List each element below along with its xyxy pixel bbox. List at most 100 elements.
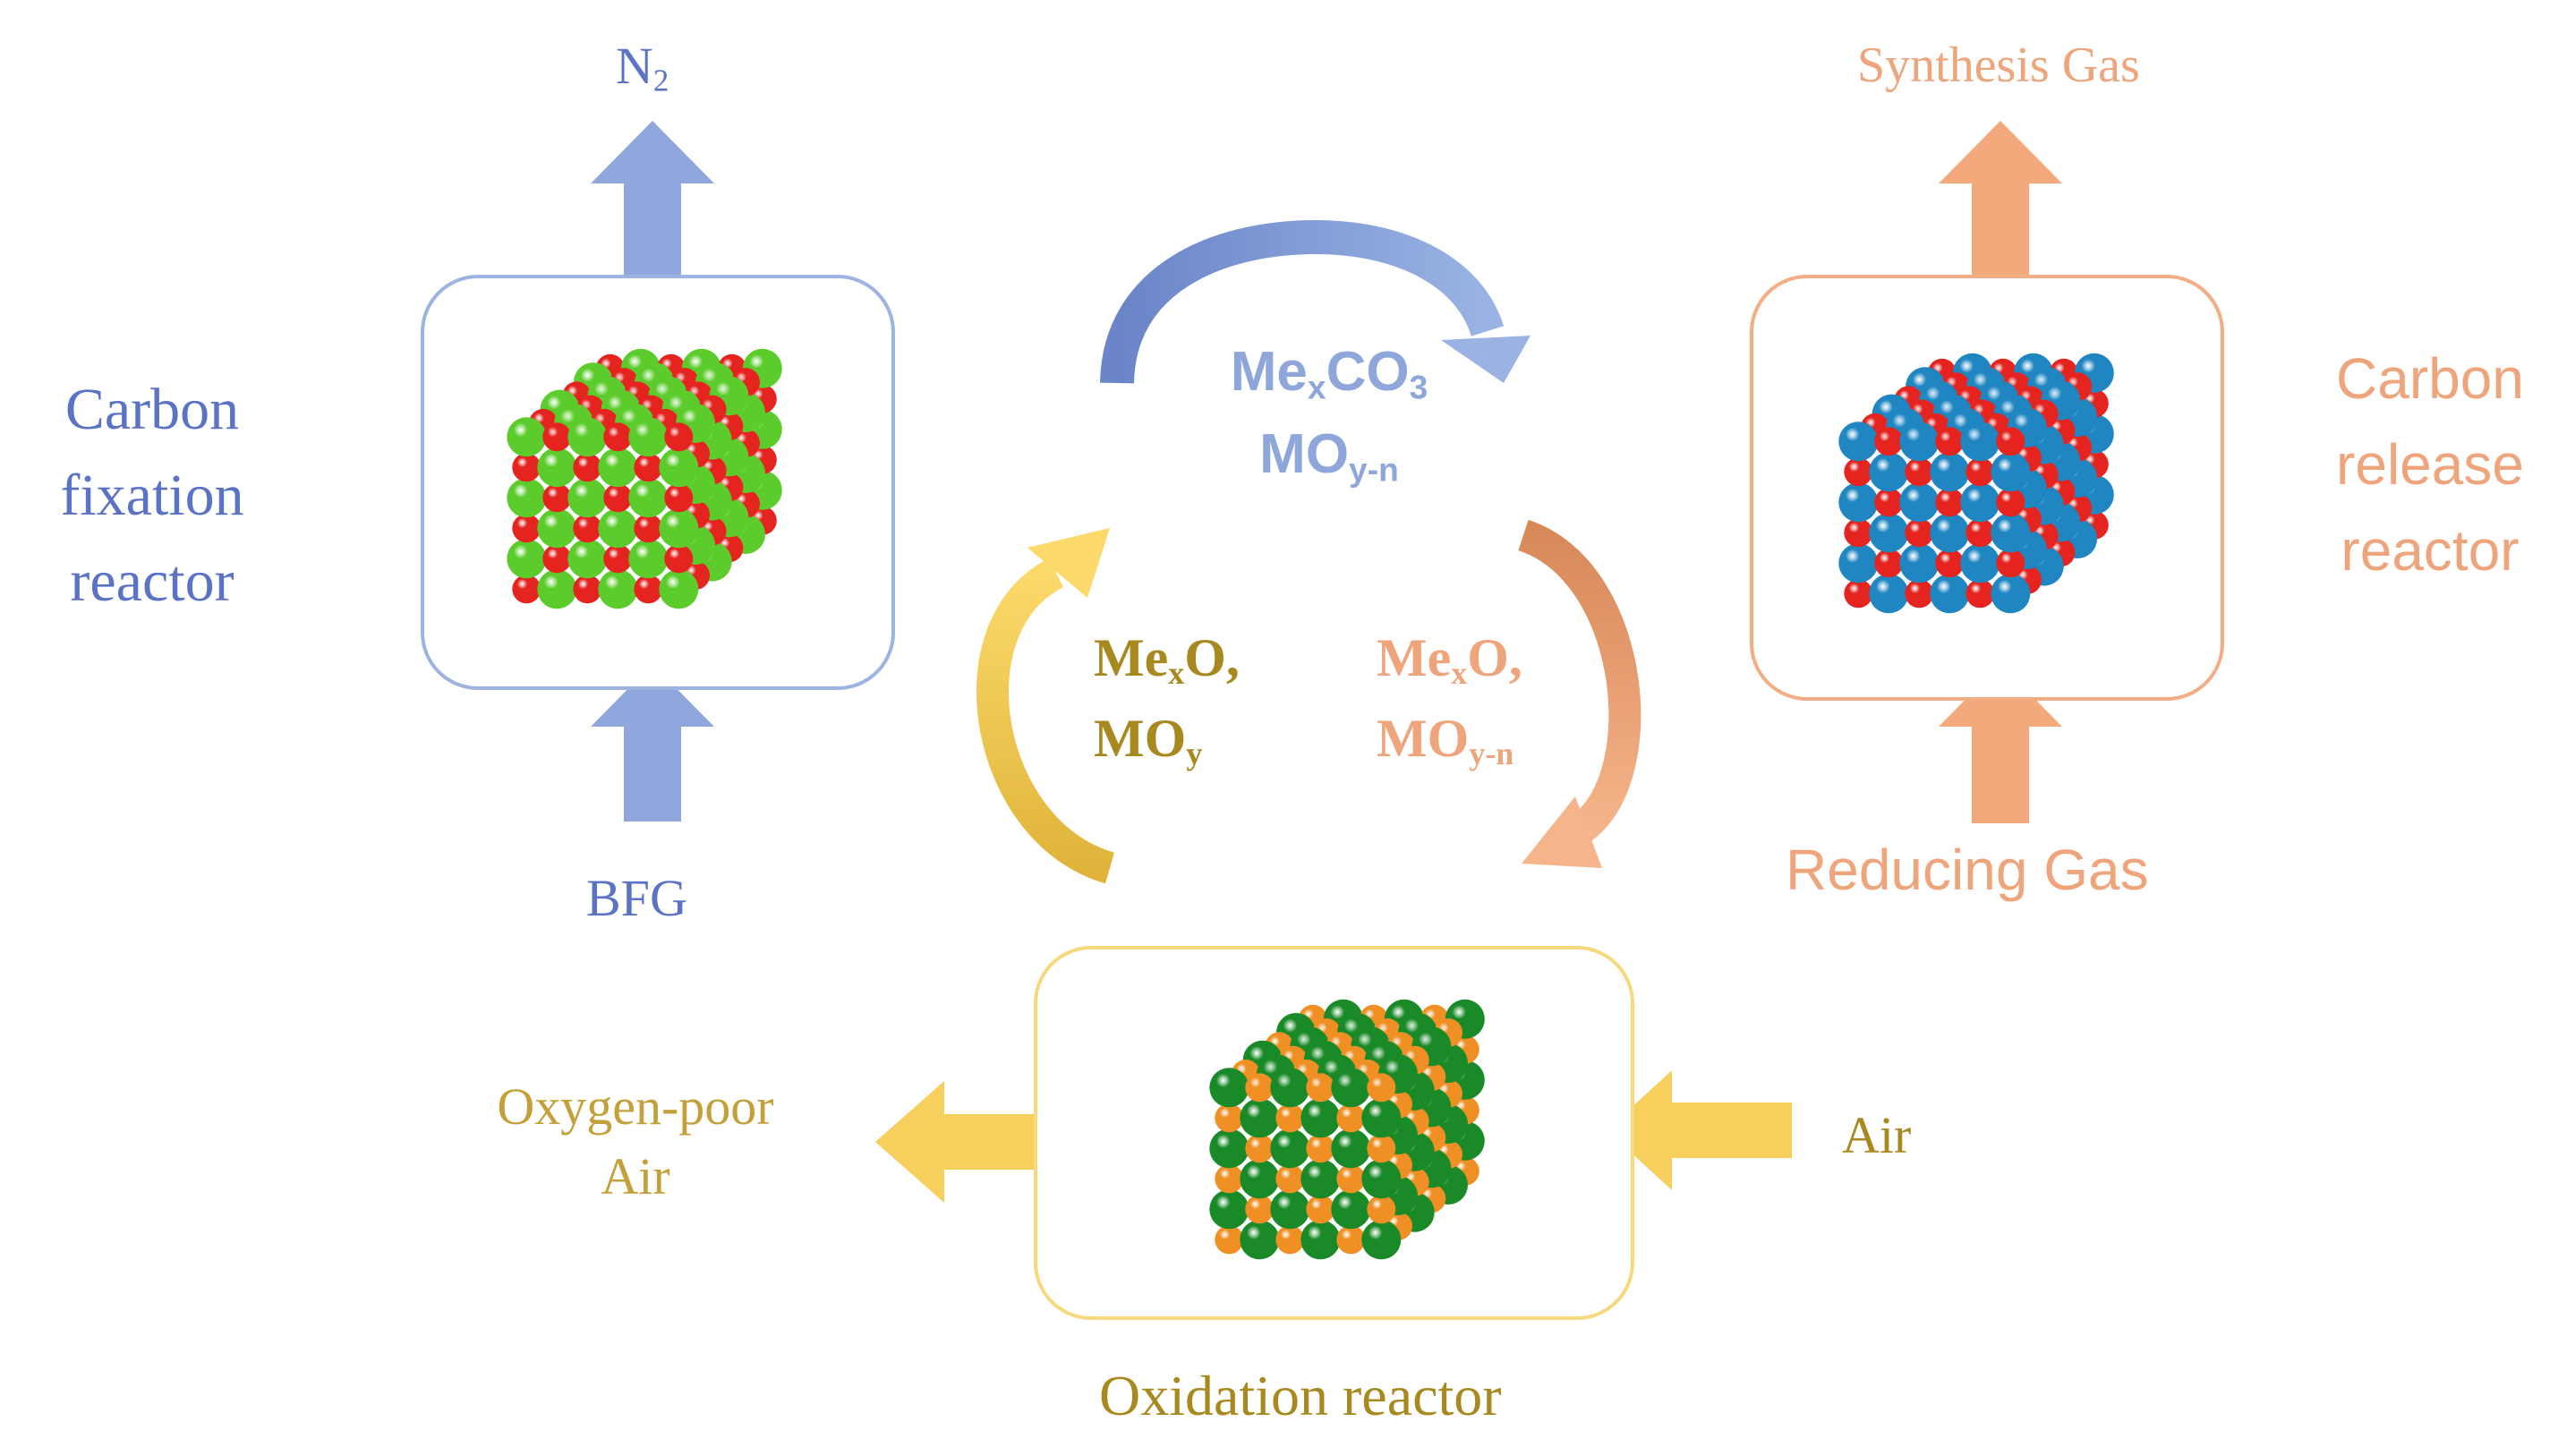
atom: [628, 417, 669, 457]
atom: [598, 569, 638, 609]
atom: [1361, 1098, 1402, 1138]
formula-part: Me: [1094, 628, 1169, 687]
atom: [1905, 518, 1934, 548]
atom: [603, 483, 633, 513]
atom: [1306, 1073, 1335, 1103]
atom: [573, 453, 602, 482]
atom: [1991, 513, 2031, 553]
atom: [1270, 1128, 1310, 1169]
atom: [507, 417, 547, 457]
formula-part: MO: [1377, 709, 1470, 768]
atom: [1245, 1195, 1275, 1224]
atom: [1905, 579, 1934, 609]
atom: [1930, 513, 1970, 553]
atom: [1935, 488, 1965, 517]
atom: [1996, 488, 2025, 517]
atom: [1331, 1189, 1371, 1230]
atom: [664, 483, 694, 513]
atom: [1960, 482, 2000, 523]
release-title-line: reactor: [2341, 518, 2520, 583]
atom: [542, 483, 572, 513]
atom: [598, 447, 638, 488]
atom: [1275, 1164, 1305, 1194]
atom: [1240, 1098, 1280, 1138]
fixation-title-line: fixation: [60, 463, 244, 528]
oxidation-input-arrow: [1607, 1070, 1792, 1190]
atom: [1336, 1164, 1366, 1194]
formula-part: Me: [1377, 628, 1452, 687]
atom: [1965, 457, 1995, 487]
atom: [507, 539, 547, 579]
fixation-title-line: Carbon: [64, 377, 240, 442]
atom: [1899, 543, 1940, 583]
release-output-label: Synthesis Gas: [1857, 38, 2140, 93]
cycle-left-arrow: [976, 528, 1115, 884]
formula-sub: y-n: [1469, 736, 1514, 771]
atom: [1361, 1220, 1402, 1260]
atom: [1991, 574, 2031, 614]
atom: [537, 447, 577, 488]
release-output-arrow: [1939, 121, 2062, 279]
fixation-output-arrow: [591, 121, 714, 279]
atom: [1306, 1195, 1335, 1224]
n2-base: N: [616, 37, 653, 95]
atom: [598, 508, 638, 549]
atom: [634, 453, 663, 482]
atom: [1905, 457, 1934, 487]
fixation-reactor-title: Carbon fixation reactor: [18, 367, 286, 625]
cycle-right-label: MexO, MOy-n: [1377, 617, 1522, 779]
fixation-input-arrow: [591, 664, 714, 822]
atom: [1209, 1068, 1249, 1108]
atom: [1965, 518, 1995, 548]
atom: [634, 575, 663, 604]
atom: [1240, 1220, 1280, 1260]
fixation-output-label: N2: [616, 37, 669, 97]
atom: [1245, 1134, 1275, 1163]
cycle-left-label: MexO, MOy: [1094, 617, 1240, 779]
atom: [1306, 1134, 1335, 1163]
atom: [628, 539, 669, 579]
atom: [542, 422, 572, 452]
atom: [1331, 1068, 1371, 1108]
atom: [1336, 1103, 1366, 1133]
atom: [1300, 1098, 1341, 1138]
atom: [573, 514, 602, 543]
atom: [603, 422, 633, 452]
atom: [1844, 518, 1873, 548]
atom: [537, 569, 577, 609]
fixation-title-line: reactor: [70, 549, 234, 614]
formula-part: MO: [1094, 709, 1187, 768]
atom: [1209, 1128, 1249, 1169]
atom: [1215, 1103, 1244, 1133]
atom: [1367, 1195, 1396, 1224]
atom: [573, 575, 602, 604]
formula-part: Me: [1230, 341, 1308, 403]
atom: [512, 575, 541, 604]
formula-part: MO: [1259, 423, 1350, 485]
atom: [1844, 579, 1873, 609]
atom: [1275, 1225, 1305, 1255]
atom: [1996, 427, 2025, 456]
formula-part: O,: [1184, 628, 1240, 687]
atom: [1844, 457, 1873, 487]
atom: [1874, 427, 1904, 456]
release-title-line: release: [2336, 432, 2524, 497]
atom: [628, 478, 669, 518]
n2-sub: 2: [652, 63, 669, 98]
formula-sub: y: [1186, 736, 1203, 771]
atom: [1899, 421, 1940, 462]
atom: [1960, 543, 2000, 583]
oxidation-reactor-title: Oxidation reactor: [1099, 1364, 1502, 1427]
atom: [567, 417, 608, 457]
formula-sub: 3: [1409, 368, 1428, 406]
atom: [1270, 1189, 1310, 1230]
oxide-formula: MexO,: [1377, 617, 1522, 698]
atom: [542, 544, 572, 574]
atom: [1361, 1159, 1402, 1199]
atom: [1240, 1159, 1280, 1199]
release-cube-icon: [1838, 353, 2114, 614]
release-reactor-title: Carbon release reactor: [2309, 336, 2551, 593]
cycle-right-arrow: [1517, 519, 1641, 868]
atom: [512, 514, 541, 543]
atom: [512, 453, 541, 482]
